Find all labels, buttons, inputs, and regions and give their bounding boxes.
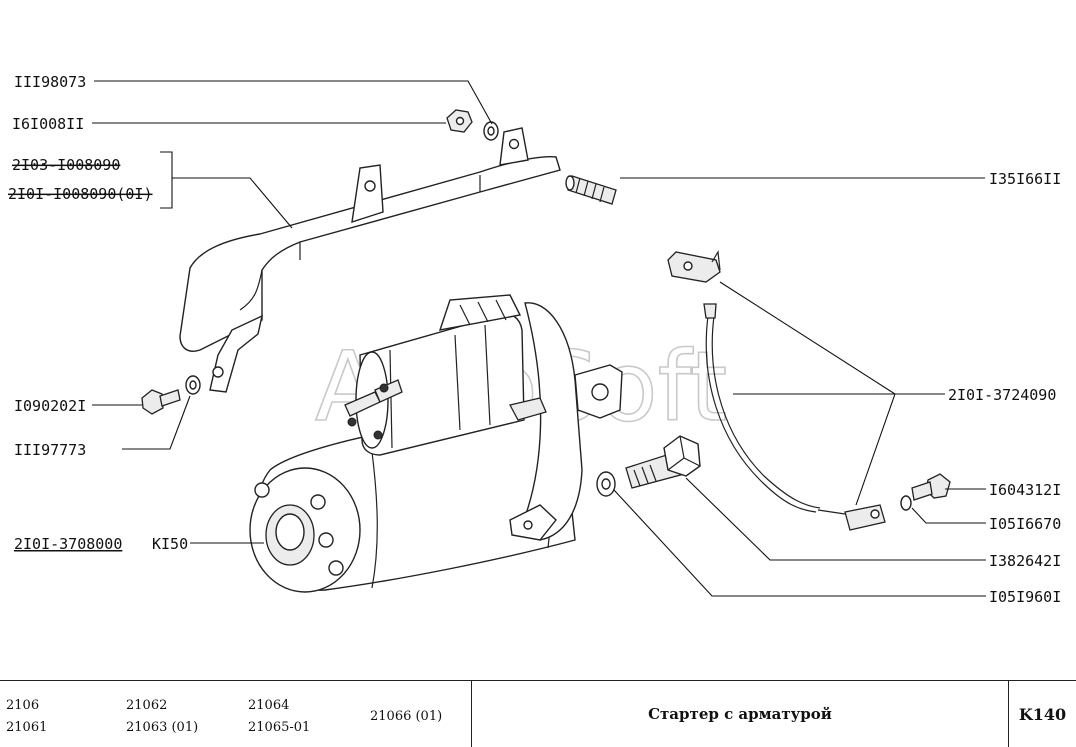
label-1382642: I382642I: [989, 552, 1061, 570]
model-21066: 21066 (01): [370, 709, 443, 724]
footer-table: 2106 21061 21062 21063 (01) 21064 21065-…: [0, 680, 1076, 747]
label-2101-3724090: 2I0I-3724090: [948, 386, 1056, 404]
label-2101-3708000: 2I0I-3708000: [14, 535, 122, 553]
label-1051667: I05I6670: [989, 515, 1061, 533]
label-1090202: I090202I: [14, 397, 86, 415]
stud: [565, 175, 617, 205]
washer-top: [483, 121, 499, 141]
page-code: K140: [1018, 704, 1067, 724]
label-1051960: I05I960I: [989, 588, 1061, 606]
model-21061: 21061: [6, 720, 48, 735]
model-21063: 21063 (01): [126, 720, 199, 735]
washer-right: [900, 495, 912, 511]
ground-cable: [667, 250, 886, 531]
nut-top: [446, 109, 473, 133]
footer-divider: [471, 681, 472, 747]
washer-left: [185, 375, 201, 395]
label-2103-1008090: 2I03-I008090: [12, 156, 120, 174]
starter-motor: [249, 294, 623, 593]
label-2101-1008090: 2I0I-I008090(0I): [8, 185, 153, 203]
label-16100811: I6I008II: [12, 115, 84, 133]
label-111198073: III98073: [14, 73, 86, 91]
leader-lines: [92, 80, 986, 597]
model-2106: 2106: [6, 698, 40, 713]
footer-divider: [1008, 681, 1009, 747]
parts-diagram: AutoSoft: [8, 73, 1061, 606]
model-21062: 21062: [126, 698, 168, 713]
mounting-bolt: [625, 435, 701, 489]
label-13516611: I35I66II: [989, 170, 1061, 188]
model-21065: 21065-01: [248, 720, 311, 735]
bolt-left: [141, 389, 181, 415]
washer-bottom: [596, 471, 616, 497]
label-111197773: III97773: [14, 441, 86, 459]
label-1604312: I604312I: [989, 481, 1061, 499]
bolt-right: [911, 473, 951, 501]
page-title: Стартер с арматурой: [648, 705, 832, 723]
model-21064: 21064: [248, 698, 290, 713]
starter-heat-shield: [179, 127, 561, 393]
label-k150: KI50: [152, 535, 188, 553]
